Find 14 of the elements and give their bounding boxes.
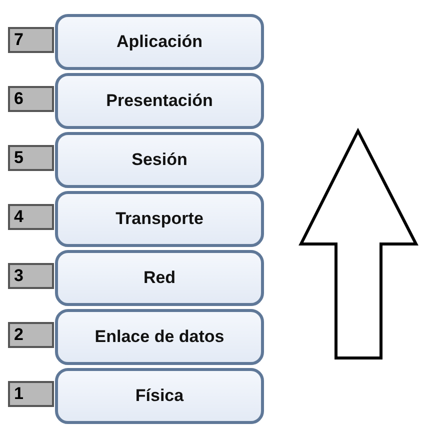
layer-box: Física: [55, 368, 264, 424]
layer-box: Sesión: [55, 132, 264, 188]
layer-number: 2: [8, 322, 54, 348]
layer-box: Aplicación: [55, 14, 264, 70]
layer-number: 1: [8, 381, 54, 407]
layer-number: 6: [8, 86, 54, 112]
layer-box: Transporte: [55, 191, 264, 247]
layer-number: 4: [8, 204, 54, 230]
layer-box: Enlace de datos: [55, 309, 264, 365]
layer-number: 5: [8, 145, 54, 171]
layer-box: Red: [55, 250, 264, 306]
layer-number: 7: [8, 27, 54, 53]
layer-number: 3: [8, 263, 54, 289]
layer-box: Presentación: [55, 73, 264, 129]
